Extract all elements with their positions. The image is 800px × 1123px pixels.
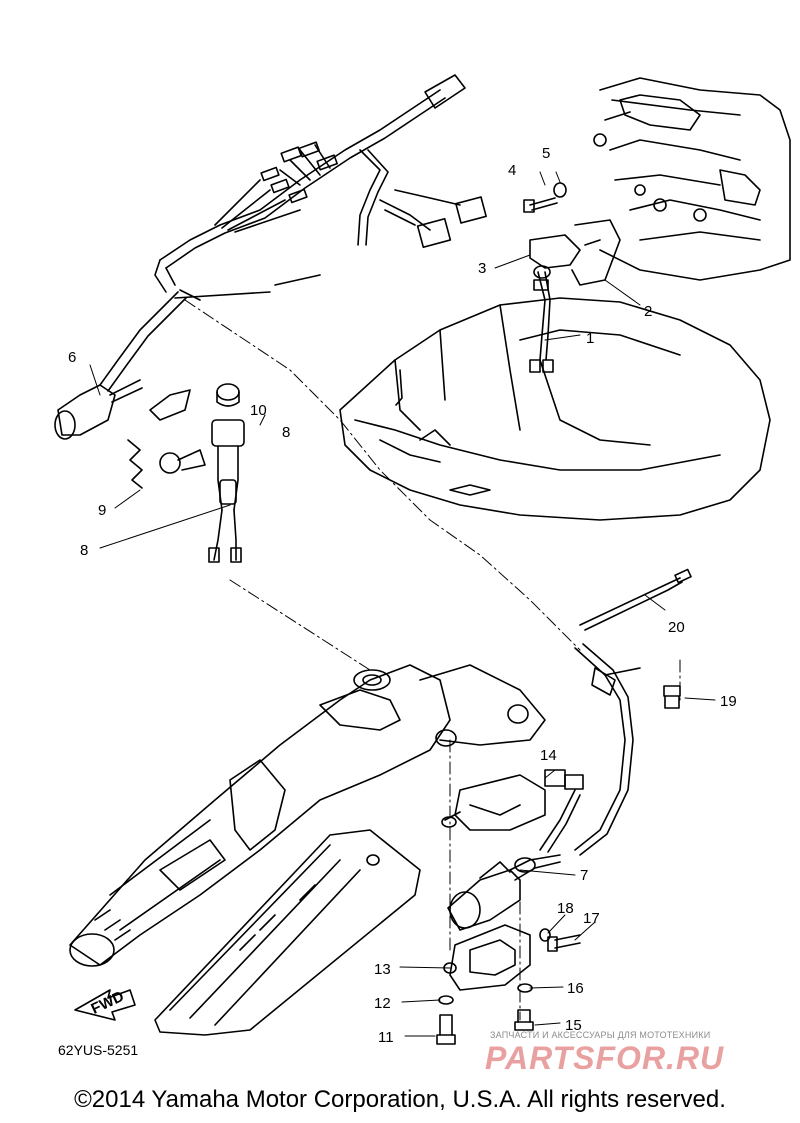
callout-9: 9 <box>98 502 106 519</box>
callout-13: 13 <box>374 961 391 978</box>
switch-cover-top <box>441 774 546 831</box>
callout-15: 15 <box>565 1017 582 1034</box>
callout-2: 2 <box>644 303 652 320</box>
bottom-cowling <box>339 297 771 521</box>
stop-switch <box>208 419 245 563</box>
callout-6: 6 <box>68 349 76 366</box>
part-code: 62YUS-5251 <box>58 1042 139 1058</box>
callout-labels: 1 2 3 4 5 6 7 8 8 9 10 11 12 13 14 15 16… <box>68 145 737 1046</box>
fasteners <box>436 182 681 1045</box>
wire-harness <box>154 74 487 293</box>
main-cable <box>54 274 321 440</box>
callout-17: 17 <box>583 910 600 927</box>
main-switch <box>447 769 584 931</box>
watermark-tagline: ЗАПЧАСТИ И АКСЕССУАРЫ ДЛЯ МОТОТЕХНИКИ <box>490 1030 711 1040</box>
tiller-bracket <box>154 829 421 1036</box>
tiller-handle <box>69 664 546 967</box>
callout-leaders <box>89 171 716 1037</box>
callout-4: 4 <box>508 162 516 179</box>
callout-8a: 8 <box>282 424 290 441</box>
callout-10: 10 <box>250 402 267 419</box>
callout-19: 19 <box>720 693 737 710</box>
callout-5: 5 <box>542 145 550 162</box>
watermark-logo: PARTSFOR.RU <box>485 1040 725 1076</box>
callout-11: 11 <box>378 1029 394 1046</box>
fwd-arrow-icon <box>74 989 136 1021</box>
callout-14: 14 <box>540 747 557 764</box>
callout-7: 7 <box>580 867 588 884</box>
copyright-footer: ©2014 Yamaha Motor Corporation, U.S.A. A… <box>74 1086 726 1113</box>
callout-8b: 8 <box>80 542 88 559</box>
callout-16: 16 <box>567 980 584 997</box>
fwd-label: FWD <box>89 988 127 1018</box>
callout-18: 18 <box>557 900 574 917</box>
switch-cable <box>574 568 692 856</box>
lanyard <box>127 383 240 489</box>
callout-20: 20 <box>668 619 685 636</box>
callout-3: 3 <box>478 260 486 277</box>
reference-lines <box>184 299 681 1021</box>
engine-block <box>593 77 791 281</box>
switch-cover-bottom <box>443 924 531 991</box>
callout-12: 12 <box>374 995 391 1012</box>
callout-1: 1 <box>586 330 594 347</box>
